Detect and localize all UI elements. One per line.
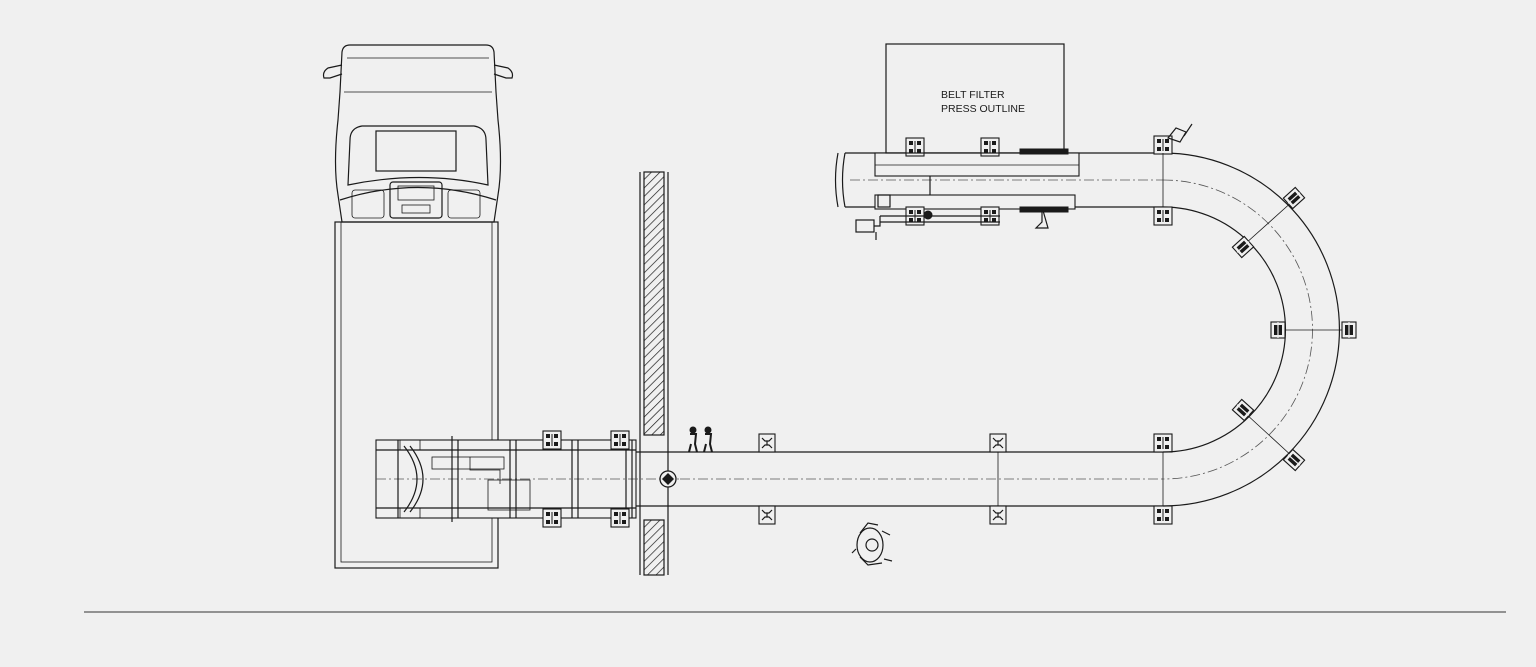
- left-mirror: [322, 64, 343, 79]
- support-4: [989, 505, 1007, 525]
- loader-support-2: [542, 508, 562, 528]
- support-6: [1153, 505, 1173, 525]
- wall-lower: [643, 519, 665, 576]
- upper-drive-icon: [1166, 123, 1193, 143]
- belt-filter-label-line1: BELT FILTER: [941, 89, 1005, 101]
- curve-support-5: [1231, 398, 1255, 422]
- loader-support-1: [542, 430, 562, 450]
- support-5: [1153, 433, 1173, 453]
- curve-support-4: [1270, 321, 1286, 339]
- wall-upper: [643, 171, 665, 436]
- curve-support-1: [1282, 186, 1306, 210]
- curve-support-6: [1282, 448, 1306, 472]
- support-2: [758, 505, 776, 525]
- loader-support-4: [610, 508, 630, 528]
- cab-roof-hatch: [375, 130, 457, 172]
- upper-support-6: [1153, 206, 1173, 226]
- drive-motor-icon: [855, 194, 891, 240]
- belt-filter-press: BELT FILTER PRESS OUTLINE: [885, 43, 1065, 154]
- person-icon: [851, 522, 893, 566]
- support-3: [989, 433, 1007, 453]
- loading-conveyor: [375, 430, 680, 528]
- belt-filter-label-line2: PRESS OUTLINE: [941, 103, 1025, 115]
- truck: [322, 44, 514, 569]
- truck-cab: [334, 44, 502, 223]
- wall: [639, 171, 669, 576]
- upper-conveyor: [834, 123, 1193, 240]
- support-1: [758, 433, 776, 453]
- loader-support-3: [610, 430, 630, 450]
- curve-support-3: [1341, 321, 1357, 339]
- curve-conveyor: [1162, 152, 1357, 507]
- belt-filter-press-outline: [885, 43, 1065, 154]
- right-mirror: [493, 64, 514, 79]
- main-conveyor: [636, 426, 1173, 525]
- operator-figures-icon: [688, 426, 713, 453]
